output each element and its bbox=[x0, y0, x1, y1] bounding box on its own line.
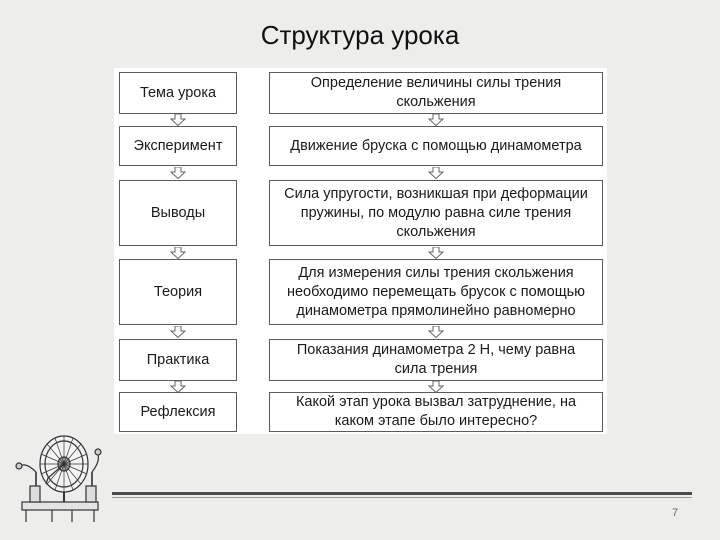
stage-box-practice: Практика bbox=[119, 339, 237, 381]
lesson-structure-diagram: Тема урока Определение величины силы тре… bbox=[114, 68, 607, 434]
down-arrow-icon bbox=[170, 114, 186, 126]
down-arrow-icon bbox=[428, 247, 444, 259]
stage-description-theory: Для измерения силы трения скольжения нео… bbox=[269, 259, 603, 325]
down-arrow-icon bbox=[428, 326, 444, 338]
down-arrow-icon bbox=[170, 167, 186, 179]
down-arrow-icon bbox=[428, 381, 444, 393]
down-arrow-icon bbox=[428, 114, 444, 126]
electrostatic-machine-icon bbox=[15, 435, 102, 522]
footer-divider-thin bbox=[112, 497, 692, 498]
stage-description-experiment: Движение бруска с помощью динамометра bbox=[269, 126, 603, 166]
stage-box-theory: Теория bbox=[119, 259, 237, 325]
stage-description-reflection: Какой этап урока вызвал затруднение, на … bbox=[269, 392, 603, 432]
page-number: 7 bbox=[671, 507, 679, 519]
stage-description-practice: Показания динамометра 2 Н, чему равна си… bbox=[269, 339, 603, 381]
stage-box-experiment: Эксперимент bbox=[119, 126, 237, 166]
down-arrow-icon bbox=[170, 326, 186, 338]
down-arrow-icon bbox=[170, 247, 186, 259]
down-arrow-icon bbox=[170, 381, 186, 393]
slide-title: Структура урока bbox=[260, 20, 460, 50]
stage-box-topic: Тема урока bbox=[119, 72, 237, 114]
stage-box-conclusions: Выводы bbox=[119, 180, 237, 246]
stage-description-conclusions: Сила упругости, возникшая при деформации… bbox=[269, 180, 603, 246]
footer-divider bbox=[112, 492, 692, 495]
stage-description-topic: Определение величины силы трения скольже… bbox=[269, 72, 603, 114]
down-arrow-icon bbox=[428, 167, 444, 179]
stage-box-reflection: Рефлексия bbox=[119, 392, 237, 432]
